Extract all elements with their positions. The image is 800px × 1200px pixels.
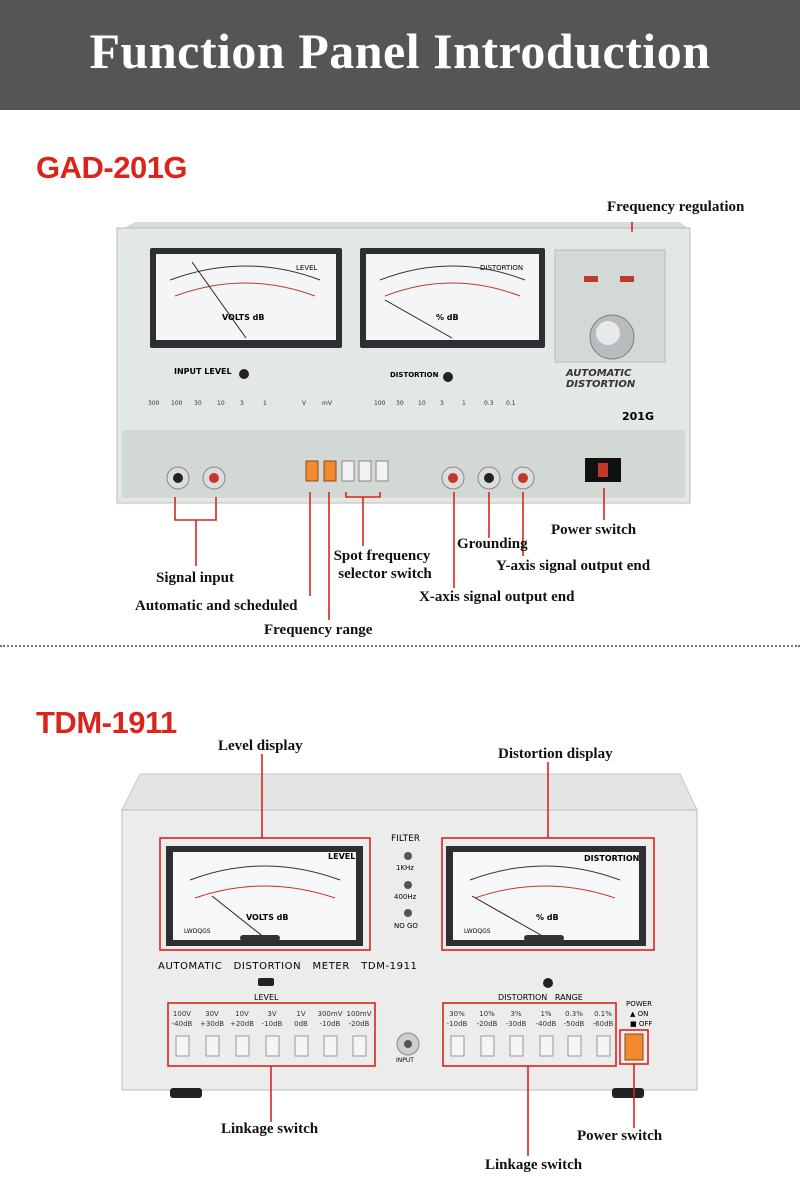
tdm-power-on: ▲ ON: [630, 1010, 649, 1018]
level-range-label: 1: [263, 400, 267, 407]
callout-linkage-switch-right: Linkage switch: [485, 1157, 583, 1173]
title-banner: Function Panel Introduction: [0, 0, 800, 110]
gad-level-meter-units: VOLTS dB: [222, 313, 265, 322]
level-range-label: 100: [171, 400, 183, 407]
tdm-power-off-text: OFF: [638, 1020, 653, 1028]
distortion-switch-label-db: -60dB: [592, 1020, 614, 1028]
distortion-switch-label-db: -50dB: [563, 1020, 585, 1028]
distortion-switch-label-db: -40dB: [535, 1020, 557, 1028]
distortion-switch-label-db: -10dB: [446, 1020, 468, 1028]
gad-level-meter-label: LEVEL: [296, 264, 318, 272]
tdm-level-meter-brand: LWDQGS: [184, 928, 211, 935]
callout-x-axis-output: X-axis signal output end: [419, 589, 575, 605]
gad-distortion-meter-label: DISTORTION: [480, 264, 524, 272]
level-switch-label-db: -40dB: [171, 1020, 193, 1028]
gad-model-plate: 201G: [622, 410, 654, 423]
callout-automatic-scheduled: Automatic and scheduled: [135, 598, 298, 614]
callout-linkage-switch-left: Linkage switch: [221, 1121, 319, 1137]
tdm-filter-label: FILTER: [391, 834, 421, 844]
distortion-switch-label-db: -30dB: [505, 1020, 527, 1028]
callout-spot-frequency-line2: selector switch: [338, 566, 432, 582]
model-title-gad201g: GAD-201G: [36, 150, 188, 185]
distortion-range-label: 100: [374, 400, 386, 407]
callout-power-switch-tdm: Power switch: [577, 1128, 663, 1144]
distortion-range-label: 10: [418, 400, 426, 407]
page-title: Function Panel Introduction: [89, 23, 711, 79]
callout-level-display: Level display: [218, 738, 303, 754]
distortion-range-label: 3: [440, 400, 444, 407]
level-switch-label-value: 10V: [235, 1010, 249, 1018]
callout-distortion-display: Distortion display: [498, 746, 613, 762]
gad-distortion-label-2: DISTORTION: [566, 379, 636, 390]
unit-label: V: [302, 400, 307, 407]
tdm-distortion-meter-brand: LWDQGS: [464, 928, 491, 935]
gad-distortion-meter-units: % dB: [436, 313, 459, 322]
tdm-power-label: POWER: [626, 1000, 652, 1008]
gad-automatic-label: AUTOMATIC: [566, 368, 632, 379]
gad201g-device-illustration: [116, 222, 691, 620]
callout-frequency-range: Frequency range: [264, 622, 373, 638]
tdm-distortion-meter-label: DISTORTION: [584, 854, 640, 863]
level-switch-label-value: 300mV: [317, 1010, 343, 1018]
level-switch-label-value: 100V: [172, 1010, 192, 1018]
gad-distortion-label: DISTORTION: [390, 371, 439, 379]
distortion-range-label: 0.3: [484, 400, 494, 407]
callout-frequency-regulation: Frequency regulation: [607, 199, 745, 215]
distortion-switch-label-db: -20dB: [476, 1020, 498, 1028]
distortion-switch-label-value: 30%: [449, 1010, 465, 1018]
section-divider: [0, 645, 800, 647]
level-range-label: 300: [148, 400, 160, 407]
callout-signal-input: Signal input: [156, 570, 234, 586]
level-switch-label-db: +20dB: [229, 1020, 255, 1028]
level-switch-label-db: -20dB: [348, 1020, 370, 1028]
level-switch-label-db: 0dB: [294, 1020, 308, 1028]
level-switch-label-db: +30dB: [199, 1020, 225, 1028]
tdm-no-go: NO GO: [394, 922, 418, 930]
callout-spot-frequency-line1: Spot frequency: [333, 548, 431, 564]
level-range-label: 10: [217, 400, 225, 407]
level-switch-label-db: -10dB: [261, 1020, 283, 1028]
level-switch-label-db: -10dB: [319, 1020, 341, 1028]
tdm-distortion-meter-units: % dB: [536, 913, 559, 922]
level-range-label: 3: [240, 400, 244, 407]
callout-power-switch: Power switch: [551, 522, 637, 538]
gad-input-level-label: INPUT LEVEL: [174, 367, 232, 376]
distortion-range-label: 0.1: [506, 400, 516, 407]
tdm-filter-400hz: 400Hz: [394, 893, 417, 901]
level-switch-label-value: 3V: [267, 1010, 277, 1018]
distortion-range-label: 1: [462, 400, 466, 407]
level-switch-label-value: 30V: [205, 1010, 219, 1018]
level-range-label: 30: [194, 400, 202, 407]
tdm-power-off: ■ OFF: [630, 1020, 653, 1028]
callout-y-axis-output: Y-axis signal output end: [496, 558, 651, 574]
callout-grounding: Grounding: [457, 536, 528, 552]
distortion-switch-label-value: 3%: [510, 1010, 522, 1018]
distortion-range-label: 30: [396, 400, 404, 407]
level-switch-label-value: 100mV: [346, 1010, 372, 1018]
tdm-level-section-label: LEVEL: [254, 993, 279, 1002]
tdm-input-label: INPUT: [396, 1057, 414, 1064]
unit-label: mV: [322, 400, 332, 407]
tdm-title-plate: AUTOMATIC DISTORTION METER TDM-1911: [158, 961, 418, 972]
level-switch-label-value: 1V: [296, 1010, 306, 1018]
tdm-level-meter-units: VOLTS dB: [246, 913, 289, 922]
tdm-level-meter-label: LEVEL: [328, 852, 356, 861]
tdm-filter-1khz: 1KHz: [396, 864, 414, 872]
distortion-switch-label-value: 10%: [479, 1010, 495, 1018]
distortion-switch-label-value: 1%: [540, 1010, 552, 1018]
distortion-switch-label-value: 0.1%: [594, 1010, 612, 1018]
distortion-switch-label-value: 0.3%: [565, 1010, 583, 1018]
tdm-power-on-text: ON: [637, 1010, 649, 1018]
tdm-distortion-range-label: DISTORTION RANGE: [498, 993, 583, 1002]
model-title-tdm1911: TDM-1911: [36, 705, 177, 740]
